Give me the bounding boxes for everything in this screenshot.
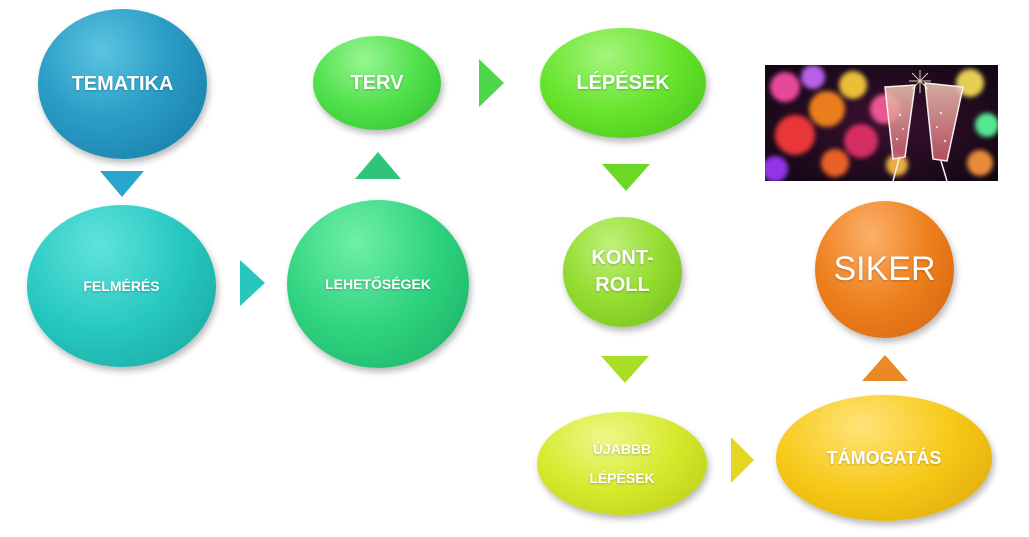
arrow-right-icon — [731, 437, 754, 483]
node-tamogatas-label: TÁMOGATÁS — [826, 447, 942, 468]
node-lepesek: LÉPÉSEK — [540, 28, 706, 138]
node-siker-label: SIKER — [833, 249, 936, 288]
node-kontroll: KONT- ROLL — [563, 217, 682, 327]
arrow-down-icon — [602, 164, 650, 191]
node-ujabb-lepesek: ÚJABBB LÉPÉSEK — [537, 412, 707, 515]
arrow-down-icon — [100, 171, 144, 197]
node-felmeres-label: FELMÉRÉS — [83, 277, 160, 294]
node-siker: SIKER — [815, 201, 954, 338]
node-lehetosegek-label: LEHETŐSÉGEK — [325, 275, 431, 292]
node-lepesek-label: LÉPÉSEK — [576, 71, 670, 94]
champagne-toast-photo — [765, 65, 998, 181]
arrow-right-icon — [240, 260, 265, 306]
node-tematika-label: TEMATIKA — [71, 72, 174, 95]
node-kontroll-label-line1: KONT- — [591, 247, 654, 269]
arrow-down-icon — [601, 356, 649, 383]
node-kontroll-label-line2: ROLL — [595, 274, 650, 296]
node-tematika: TEMATIKA — [38, 9, 207, 159]
arrow-up-icon — [355, 152, 401, 179]
node-felmeres: FELMÉRÉS — [27, 205, 216, 367]
node-lehetosegek: LEHETŐSÉGEK — [287, 200, 469, 368]
node-tamogatas: TÁMOGATÁS — [776, 395, 992, 521]
node-ujabb-label-line2: LÉPÉSEK — [589, 469, 655, 486]
node-terv-label: TERV — [350, 71, 404, 94]
node-terv: TERV — [313, 36, 441, 130]
arrow-right-icon — [479, 59, 504, 107]
node-ujabb-label-line1: ÚJABBB — [592, 440, 652, 457]
arrow-up-icon — [862, 355, 908, 381]
